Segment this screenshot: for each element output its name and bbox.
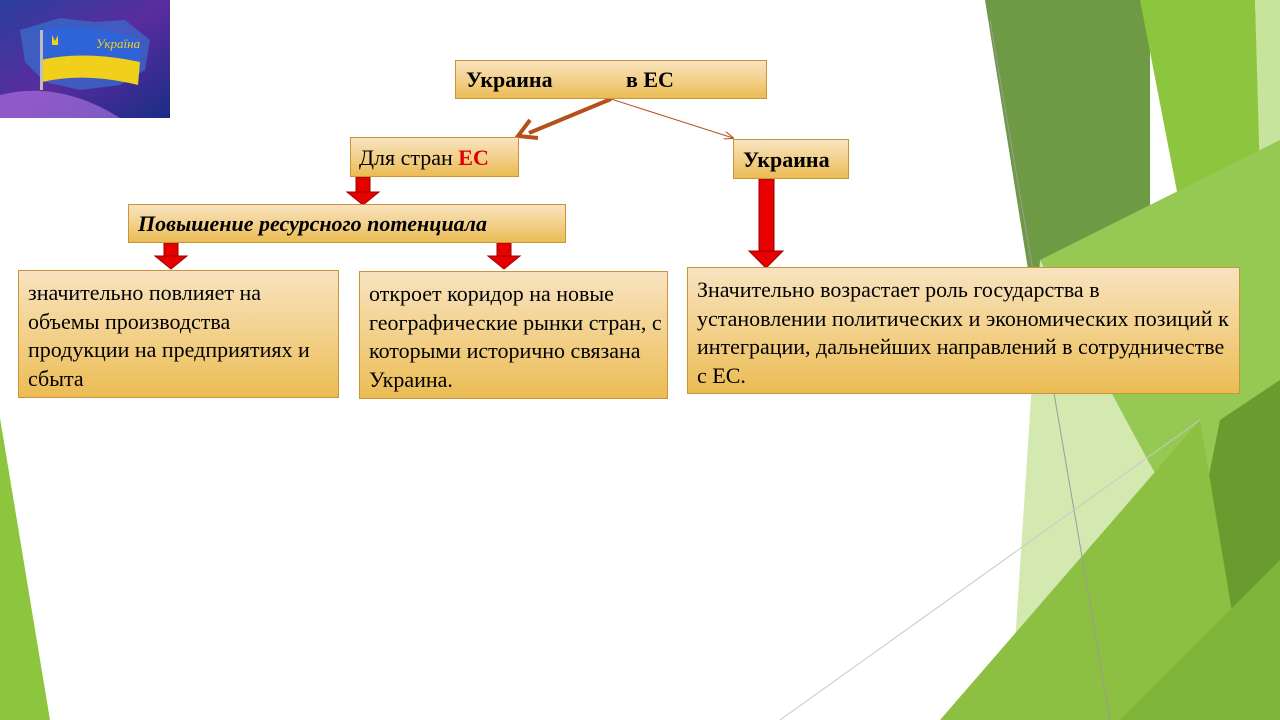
ukraine-flag-map-icon: [0, 0, 170, 118]
title-left-label: Украина: [466, 67, 553, 92]
new-markets-box: откроет коридор на новые географические …: [359, 271, 668, 399]
production-impact-box: значительно повлияет на объемы производс…: [18, 270, 339, 398]
title-box: Украина в ЕС: [455, 60, 767, 99]
production-impact-text: значительно повлияет на объемы производс…: [28, 280, 310, 391]
eu-box-prefix: Для стран: [359, 145, 453, 170]
resource-potential-label: Повышение ресурсного потенциала: [138, 211, 487, 236]
eu-countries-box: Для стран ЕС: [350, 137, 519, 177]
ukraine-box-label: Украина: [743, 147, 830, 172]
bg-shape-green-7: [940, 420, 1250, 720]
resource-potential-box: Повышение ресурсного потенциала: [128, 204, 566, 243]
bg-line-2: [779, 419, 1201, 720]
title-right-label: в ЕС: [626, 67, 674, 92]
eu-box-highlight: ЕС: [458, 145, 489, 170]
ukraine-logo-image: Україна: [0, 0, 170, 118]
ukraine-box: Украина: [733, 139, 849, 179]
state-role-box: Значительно возрастает роль государства …: [687, 267, 1240, 394]
logo-caption: Україна: [96, 36, 141, 51]
state-role-text: Значительно возрастает роль государства …: [697, 277, 1229, 388]
bg-shape-left: [0, 418, 50, 720]
bg-shape-green-8: [1120, 560, 1280, 720]
new-markets-text: откроет коридор на новые географические …: [369, 281, 662, 392]
